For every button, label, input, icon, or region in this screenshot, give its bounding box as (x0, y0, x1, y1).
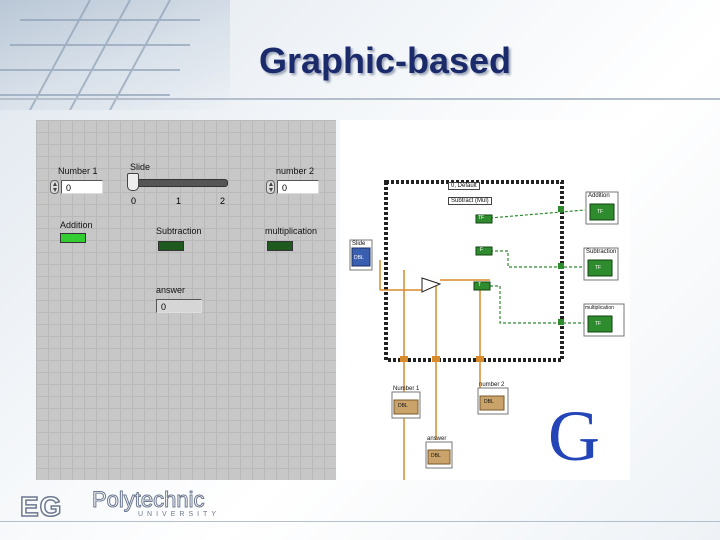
answer-terminal-type: DBL (431, 453, 441, 459)
front-panel: Number 1 0 Slide 0 1 2 number 2 0 Additi… (36, 120, 336, 480)
wire-subtraction (490, 250, 585, 268)
slide-tick-2: 2 (220, 196, 226, 206)
wire-multiplication (490, 285, 585, 324)
slide-terminal-type: DBL (354, 255, 364, 261)
bool-constant-2 (475, 246, 493, 256)
multiplication-terminal-type: TF (595, 321, 602, 327)
logo-eg: EG (19, 490, 63, 523)
number1-terminal (393, 399, 419, 415)
tunnel-number2 (476, 356, 484, 362)
number2-label: number 2 (276, 166, 315, 176)
number1-spinner[interactable] (50, 180, 59, 194)
subtraction-terminal (587, 259, 613, 277)
multiplication-label: multiplication (265, 226, 318, 236)
case-label: Subtract (Mul) (448, 197, 492, 205)
block-diagram-wiring (349, 180, 625, 480)
number2-terminal-type: DBL (484, 399, 494, 405)
number2-terminal (479, 395, 505, 411)
subtraction-terminal-label: Subtraction (586, 249, 617, 255)
tunnel-number1 (400, 356, 408, 362)
multiplication-led[interactable] (267, 241, 293, 251)
case-structure-frame (384, 180, 564, 362)
building-graphic (0, 0, 200, 110)
logo-university: UNIVERSITY (138, 511, 221, 518)
slide-track[interactable] (132, 179, 228, 187)
addition-terminal-type: TF (597, 209, 604, 215)
answer-label: answer (156, 285, 186, 295)
subtraction-label: Subtraction (156, 226, 202, 236)
addition-led[interactable] (60, 233, 86, 243)
slide-label: Slide (130, 162, 151, 172)
number1-label: Number 1 (58, 166, 98, 176)
slide-thumb[interactable] (127, 173, 139, 191)
answer-terminal (427, 449, 451, 465)
subtraction-led[interactable] (158, 241, 184, 251)
logo-polytechnic: Polytechnic (92, 487, 206, 513)
addition-terminal-label: Addition (588, 193, 610, 199)
number2-input[interactable]: 0 (277, 180, 319, 194)
number1-terminal-type: DBL (398, 403, 408, 409)
addition-label: Addition (60, 220, 93, 230)
answer-terminal-label: answer (427, 436, 447, 442)
bool-constant-1-text: TF (478, 215, 485, 221)
bool-constant-2-text: F (480, 247, 484, 253)
subtraction-terminal-type: TF (595, 265, 602, 271)
multiplication-terminal-label: multiplication (585, 305, 614, 311)
bool-constant-1 (475, 214, 493, 224)
tunnel-multiplication (558, 319, 564, 325)
slide-title: Graphic-based (258, 40, 512, 81)
number1-input[interactable]: 0 (61, 180, 103, 194)
tunnel-addition (558, 206, 564, 212)
title-divider (0, 98, 720, 100)
number2-spinner[interactable] (266, 180, 275, 194)
number1-terminal-label: Number 1 (393, 386, 420, 392)
slide-terminal (351, 247, 371, 267)
bool-constant-3-text: T (478, 282, 482, 288)
case-selector-label[interactable]: 0, Default (448, 182, 480, 190)
answer-display: 0 (156, 299, 202, 313)
block-diagram: 0, Default Subtract (Mul) TF F T Additio… (340, 120, 630, 480)
corner-g-glyph: G (548, 396, 600, 476)
footer-divider (0, 521, 720, 522)
wire-addition (489, 209, 586, 219)
addition-terminal (589, 203, 615, 221)
header-decoration (0, 0, 230, 110)
slide-terminal-label: Slide (352, 241, 366, 247)
slide-tick-1: 1 (176, 196, 182, 206)
multiplication-terminal (587, 315, 613, 333)
number2-terminal-label: number 2 (479, 382, 505, 388)
slide-tick-0: 0 (131, 196, 137, 206)
compare-node (421, 277, 442, 293)
tunnel-answer (432, 356, 440, 362)
bool-constant-3 (473, 281, 491, 291)
tunnel-subtraction (558, 263, 564, 269)
